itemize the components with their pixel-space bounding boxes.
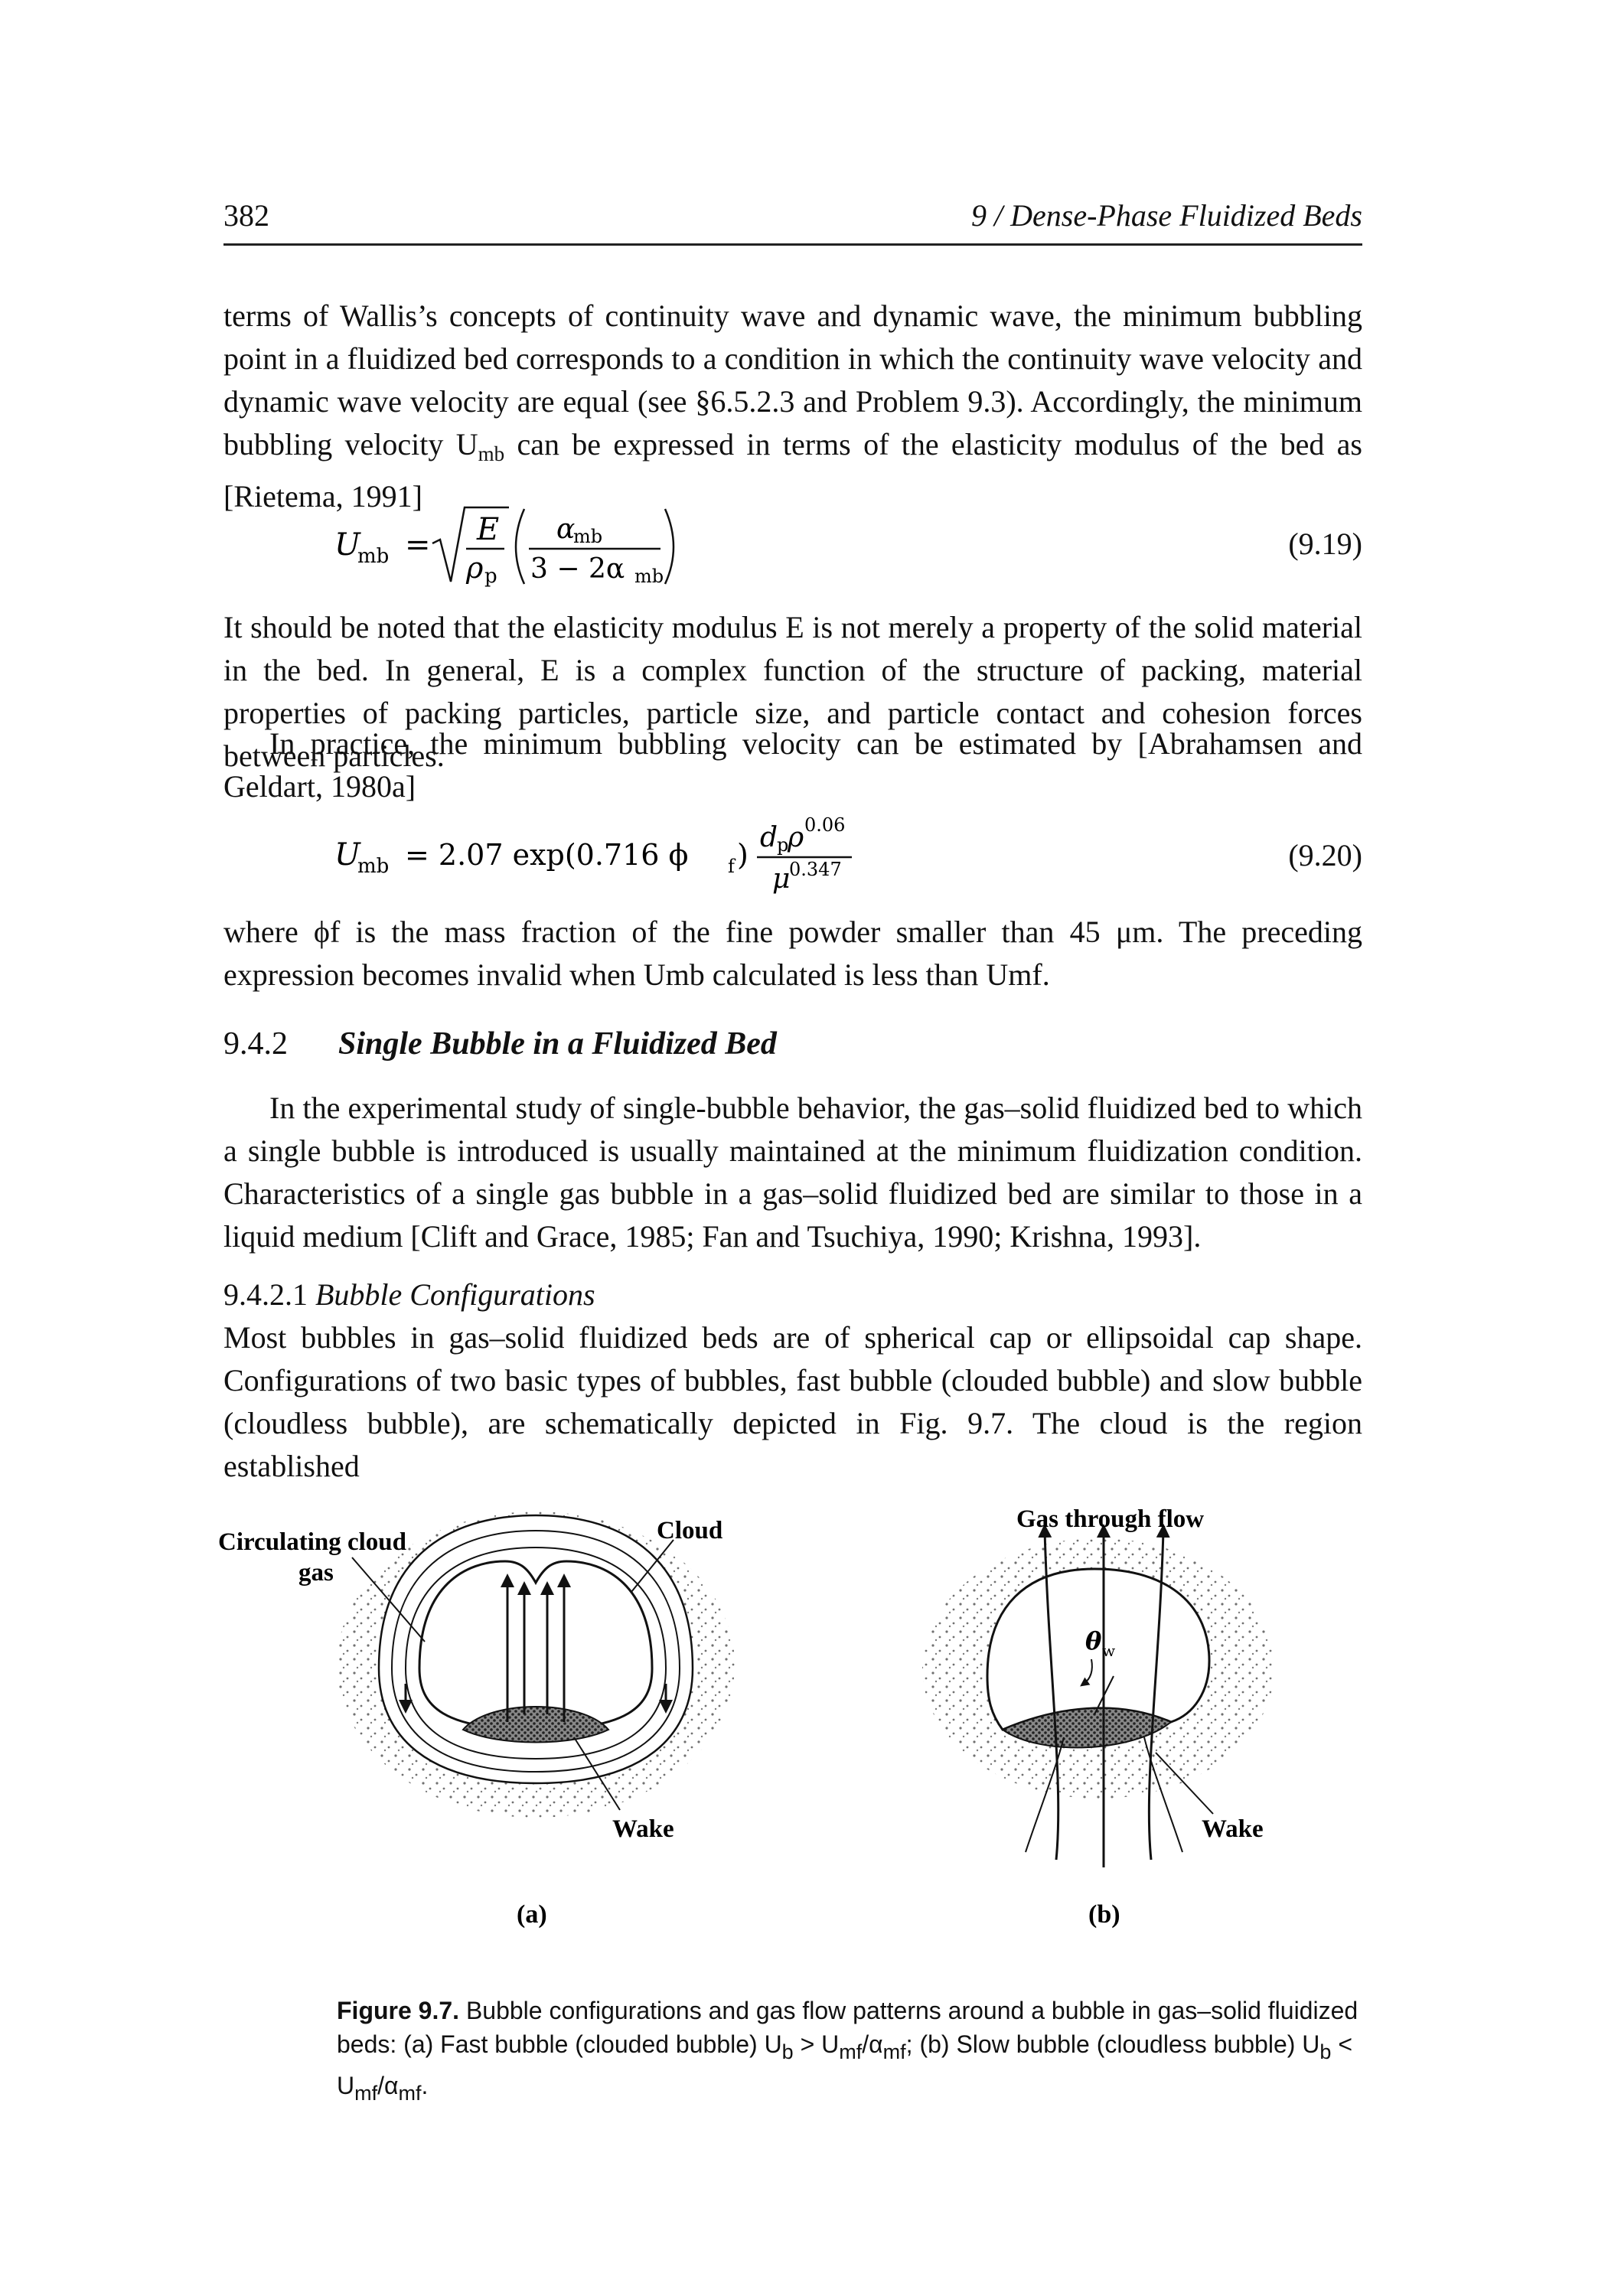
svg-text:mb: mb <box>357 855 389 878</box>
svg-text:mb: mb <box>634 566 664 587</box>
subsection-heading-9-4-2-1: 9.4.2.1 Bubble Configurations <box>223 1277 595 1312</box>
gas-streamline <box>1025 1737 1065 1853</box>
svg-text:α: α <box>556 514 575 545</box>
wake-angle-arc <box>1080 1658 1093 1687</box>
label-gas: gas <box>298 1559 334 1587</box>
leader-line <box>631 1539 674 1593</box>
svg-text:ρ: ρ <box>465 551 484 585</box>
svg-text:U: U <box>334 527 361 563</box>
svg-text:E: E <box>476 512 499 547</box>
label-gas-through-flow: Gas through flow <box>1016 1505 1204 1533</box>
gas-streamline <box>1038 1524 1060 1861</box>
svg-text:U: U <box>334 837 361 872</box>
paragraph-single-bubble: In the experimental study of single-bubb… <box>223 1091 1362 1254</box>
label-panel-b: (b) <box>1088 1900 1120 1929</box>
svg-text:): ) <box>737 838 749 872</box>
bubble-a <box>418 1560 654 1731</box>
svg-text:3 − 2α: 3 − 2α <box>530 553 625 585</box>
leader-line <box>573 1737 621 1811</box>
equation-number: (9.20) <box>1288 838 1362 872</box>
label-theta: θ <box>1085 1626 1102 1655</box>
equation-9-19: U mb = E ρ p α mb 3 − 2α mb (9.19) <box>223 501 1362 588</box>
label-circulating-cloud: Circulating cloud <box>218 1528 406 1556</box>
label-wake-a: Wake <box>612 1815 674 1843</box>
panel-b-slow-bubble <box>922 1524 1274 1867</box>
equation-9-19-formula: U mb = E ρ p α mb 3 − 2α mb <box>334 506 675 588</box>
equation-9-20-formula: U mb = 2.07 exp(0.716 ϕ f ) d p ρ 0.06 μ… <box>334 814 852 895</box>
svg-text:= 2.07 exp(0.716 ϕ: = 2.07 exp(0.716 ϕ <box>405 838 688 872</box>
svg-text:d: d <box>760 822 778 853</box>
svg-text:=: = <box>405 527 431 563</box>
svg-text:ρ: ρ <box>787 822 804 853</box>
paragraph-wallis: terms of Wallis’s concepts of continuity… <box>223 298 1362 514</box>
label-cloud: Cloud <box>657 1517 722 1544</box>
wake-a-region <box>462 1706 610 1743</box>
page-header: 382 9 / Dense-Phase Fluidized Beds <box>223 197 1362 246</box>
svg-text:mb: mb <box>357 545 389 568</box>
panel-a-fast-bubble <box>337 1512 735 1818</box>
circulating-streamline-outer <box>390 1529 681 1773</box>
paragraph-phi-definition: where ϕf is the mass fraction of the fin… <box>223 915 1362 992</box>
running-head: 9 / Dense-Phase Fluidized Beds <box>971 198 1362 233</box>
figure-9-7: Circulating cloud gas Cloud Wake Gas thr… <box>214 1477 1362 1959</box>
circulating-streamline-inner <box>404 1546 667 1760</box>
bubble-diagrams: Circulating cloud gas Cloud Wake Gas thr… <box>218 1505 1274 1929</box>
paragraph-practice: In practice, the minimum bubbling veloci… <box>223 726 1362 804</box>
page-number: 382 <box>223 198 269 233</box>
label-wake-b: Wake <box>1202 1815 1264 1843</box>
svg-text:p: p <box>777 834 788 856</box>
leader-line <box>351 1557 426 1642</box>
label-theta-sub: w <box>1102 1642 1115 1660</box>
svg-text:p: p <box>484 565 497 588</box>
paragraph-elasticity: It should be noted that the elasticity m… <box>223 610 1362 773</box>
equation-number: (9.19) <box>1288 527 1362 561</box>
svg-text:mb: mb <box>573 526 602 547</box>
svg-text:μ: μ <box>772 863 790 895</box>
svg-text:0.06: 0.06 <box>804 814 845 836</box>
leader-line <box>1155 1752 1214 1815</box>
wake-angle-line <box>1094 1675 1114 1715</box>
svg-text:f: f <box>728 856 736 877</box>
figure-caption: Figure 9.7. Bubble configurations and ga… <box>337 1997 1358 2105</box>
svg-text:0.347: 0.347 <box>789 859 842 880</box>
label-panel-a: (a) <box>517 1900 547 1929</box>
gas-streamline <box>1143 1737 1183 1853</box>
equation-9-20: U mb = 2.07 exp(0.716 ϕ f ) d p ρ 0.06 μ… <box>223 811 1362 895</box>
paragraph-bubble-configurations: Most bubbles in gas–solid fluidized beds… <box>223 1320 1362 1483</box>
gas-streamline <box>1147 1524 1170 1861</box>
